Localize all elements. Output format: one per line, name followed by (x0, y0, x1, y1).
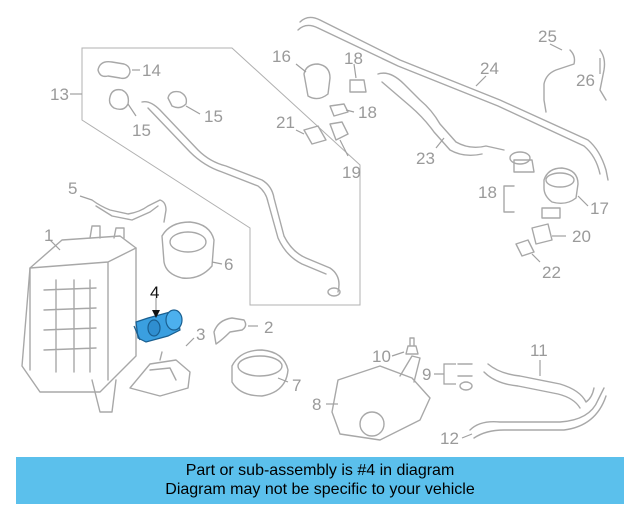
part-1-canister (21, 235, 137, 393)
part-8-bracket-hole (359, 411, 385, 437)
callout-22: 22 (542, 263, 561, 282)
part-25-sensor (543, 49, 576, 113)
callout-18b: 18 (358, 103, 377, 122)
part-18-bracket-lines (503, 185, 515, 213)
callout-19: 19 (342, 163, 361, 182)
part-1-canister-bracket (91, 379, 117, 413)
part-14-hose (97, 60, 131, 80)
part-8-bracket (331, 365, 431, 441)
part-18-gasket-b (329, 103, 349, 117)
callout-18a: 18 (344, 49, 363, 68)
callout-14: 14 (142, 61, 161, 80)
part-13-hose (141, 100, 340, 293)
part-23-pipe-inner (381, 81, 483, 157)
callout-4: 4 (150, 283, 159, 302)
callout-18c: 18 (478, 183, 497, 202)
part-7-air-pump (231, 349, 289, 397)
part-17-valve-top (545, 172, 575, 188)
part-12-hose (469, 387, 605, 431)
callout-9: 9 (422, 365, 431, 384)
part-2-hose (213, 317, 247, 345)
part-16-valve (303, 63, 331, 100)
part-10-fitting (405, 337, 419, 355)
part-19-bracket (329, 121, 349, 141)
callout-5: 5 (68, 179, 77, 198)
callout-15a: 15 (132, 121, 151, 140)
part-caption-banner: Part or sub-assembly is #4 in diagram Di… (16, 457, 624, 504)
part-11-hose (487, 363, 595, 403)
part-20-bracket (531, 223, 553, 245)
callout-11: 11 (530, 341, 548, 360)
callout-3: 3 (196, 325, 205, 344)
part-18-gasket-a (349, 79, 367, 93)
callout-8: 8 (312, 395, 321, 414)
part-15-clamp-b (167, 90, 188, 109)
part-12-hose-inner (473, 395, 607, 439)
part-8-bracket-arm (399, 355, 421, 383)
part-17-valve (543, 167, 579, 205)
callout-12: 12 (440, 429, 459, 448)
part-6-pump-top (169, 231, 207, 253)
parts-diagram: 1 2 3 4 5 6 7 8 9 10 11 12 13 14 15 15 1… (21, 16, 609, 448)
callout-16: 16 (272, 47, 291, 66)
caption-line-1: Part or sub-assembly is #4 in diagram (185, 462, 455, 479)
part-4-valve (133, 309, 183, 343)
part-15-clamp-a (108, 88, 130, 111)
callout-13: 13 (50, 85, 69, 104)
part-22-bracket (515, 239, 535, 257)
callout-2: 2 (264, 318, 273, 337)
part-1-canister-ribs (43, 279, 97, 373)
caption-line-2: Diagram may not be specific to your vehi… (165, 481, 475, 498)
callout-6: 6 (224, 255, 233, 274)
part-26-sensor (599, 49, 607, 101)
part-3-bracket (129, 359, 191, 397)
part-6-pump (161, 221, 215, 279)
callout-20: 20 (572, 227, 591, 246)
part-11-hose-inner (483, 371, 581, 409)
part-24-pipe (299, 16, 609, 181)
callout-15b: 15 (204, 107, 223, 126)
part-18-gasket-c (513, 159, 535, 173)
part-23-pipe (377, 72, 505, 151)
callout-25: 25 (538, 27, 557, 46)
callout-26: 26 (576, 71, 595, 90)
callout-1: 1 (44, 226, 53, 245)
part-23-flange (509, 151, 531, 165)
part-13-hose-inner (147, 107, 327, 275)
part-24-pipe-inner (297, 24, 601, 175)
part-5-harness (91, 199, 167, 223)
part-1-canister-face (29, 247, 137, 381)
part-13-hose-end (327, 287, 341, 297)
callout-24: 24 (480, 59, 499, 78)
part-18-gasket-d (541, 207, 561, 219)
part-7-pump-top (237, 355, 283, 377)
part-3-bracket-detail (149, 351, 177, 381)
part-9-grommet (459, 381, 473, 391)
part-21-bracket (303, 125, 327, 145)
callout-23: 23 (416, 149, 435, 168)
group-13-panel (81, 47, 361, 306)
callout-10: 10 (372, 347, 391, 366)
part-5-harness-inner (95, 205, 159, 221)
callout-17: 17 (590, 199, 609, 218)
callout-21: 21 (276, 113, 295, 132)
part-1-canister-ports (89, 225, 125, 239)
callout-7: 7 (292, 376, 301, 395)
part-9-fitting (457, 363, 473, 377)
